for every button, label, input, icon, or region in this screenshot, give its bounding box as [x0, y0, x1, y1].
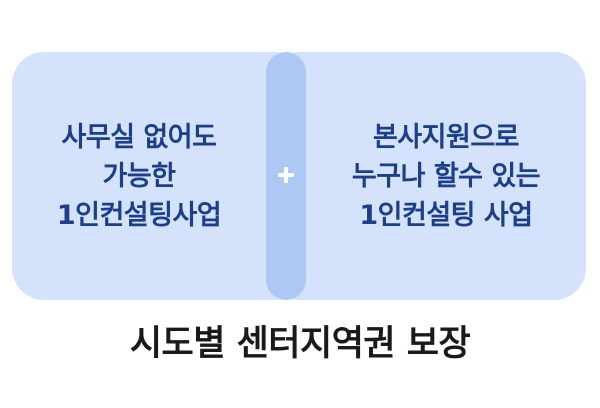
caption: 시도별 센터지역권 보장	[129, 324, 471, 364]
right-card	[266, 52, 586, 300]
left-card-line-1: 사무실 없어도	[61, 121, 217, 153]
left-card	[12, 52, 306, 300]
left-card-line-2: 가능한	[102, 160, 176, 192]
left-card-line-3: 1인컨설팅사업	[56, 199, 222, 231]
plus-icon-vertical-bar	[284, 167, 288, 183]
plus-icon	[276, 165, 296, 185]
right-card-line-3: 1인컨설팅 사업	[359, 199, 533, 231]
left-card-text: 사무실 없어도 가능한 1인컨설팅사업	[12, 52, 266, 300]
right-card-line-2: 누구나 할수 있는	[351, 160, 541, 192]
right-card-text: 본사지원으로 누구나 할수 있는 1인컨설팅 사업	[306, 52, 586, 300]
right-card-line-1: 본사지원으로	[372, 121, 520, 153]
